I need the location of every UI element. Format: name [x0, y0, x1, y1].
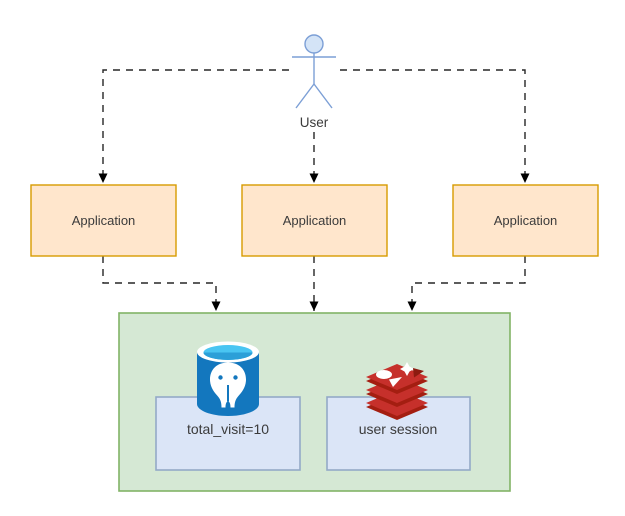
application-label: Application: [283, 213, 347, 228]
user-actor-node[interactable]: User: [292, 34, 336, 130]
application-box: [241, 184, 388, 257]
edge-app-right-to-datastore[interactable]: [407, 256, 526, 311]
postgresql-database-icon[interactable]: [197, 341, 259, 417]
application-label: Application: [494, 213, 558, 228]
actor-label: User: [300, 115, 329, 130]
application-box: [452, 184, 599, 257]
edge-user-to-app-right[interactable]: [340, 69, 530, 183]
application-box: [30, 184, 177, 257]
application-node-middle[interactable]: Application: [241, 184, 388, 257]
postgres-cylinder-top-shade: [203, 352, 253, 361]
application-label: Application: [72, 213, 136, 228]
edge-app-left-to-datastore[interactable]: [102, 256, 221, 311]
edge-user-to-app-left[interactable]: [98, 69, 289, 183]
redis-top-shapes: [376, 362, 424, 387]
postgres-label-node[interactable]: [155, 396, 301, 471]
application-node-right[interactable]: Application: [452, 184, 599, 257]
postgres-elephant: [210, 362, 246, 408]
edges: [98, 69, 530, 311]
actor-body: [292, 53, 336, 109]
redis-cache-icon[interactable]: [366, 362, 428, 420]
redis-label: user session: [359, 421, 438, 437]
postgres-label-box: [155, 396, 301, 471]
application-node-left[interactable]: Application: [30, 184, 177, 257]
actor-head: [304, 34, 324, 54]
postgres-label: total_visit=10: [187, 421, 269, 437]
